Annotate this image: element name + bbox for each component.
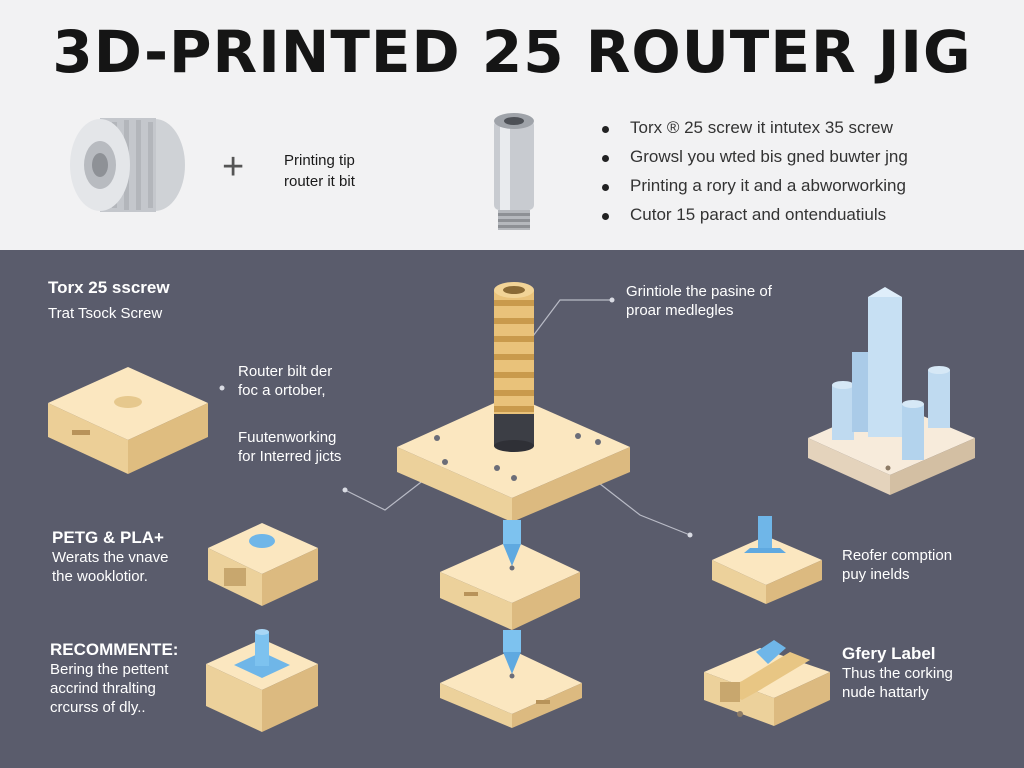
feature-bullet: Cutor 15 paract and ontenduatiuls — [600, 205, 908, 234]
recommente-label: RECOMMENTE: Bering the pettent accrind t… — [50, 640, 178, 717]
recommente-line-1: Bering the pettent — [50, 661, 169, 678]
futerworking-line-2: for Interred jicts — [238, 448, 342, 465]
router-bit-line-2: foc a ortober, — [238, 382, 326, 399]
metal-insert-icon — [494, 113, 534, 230]
petg-label: PETG & PLA+ Werats the vnave the wooklot… — [52, 528, 168, 586]
printing-tip-text: Printing tip router it bit — [284, 150, 355, 192]
petg-line-1: Werats the vnave — [52, 549, 169, 566]
top-illustrations — [70, 113, 534, 230]
recommended-block — [206, 629, 318, 732]
grintiole-line-1: Grintiole the pasine of — [626, 283, 772, 300]
recommente-heading: RECOMMENTE: — [50, 640, 179, 659]
grintiole-label: Grintiole the pasine of proar medlegles — [626, 282, 772, 320]
drill-block-right — [712, 516, 822, 604]
reofer-label: Reofer comption puy inelds — [842, 546, 952, 584]
gfery-label: Gfery Label Thus the corking nude hattar… — [842, 644, 953, 702]
pillar-jig-right — [808, 287, 975, 495]
printing-tip-line-1: Printing tip — [284, 152, 355, 169]
router-bit-icon — [70, 118, 185, 212]
recommente-line-3: crcurss of dly.. — [50, 699, 146, 716]
drill-block-lower — [440, 630, 582, 728]
reofer-line-2: puy inelds — [842, 566, 910, 583]
futerworking-line-1: Fuutenworking — [238, 429, 337, 446]
gfery-line-1: Thus the corking — [842, 665, 953, 682]
petg-heading: PETG & PLA+ — [52, 528, 164, 547]
reofer-line-1: Reofer comption — [842, 547, 953, 564]
petg-line-2: the wooklotior. — [52, 568, 148, 585]
recommente-line-2: accrind thralting — [50, 680, 156, 697]
torx-screw-label: Torx 25 sscrew Trat Tsock Screw — [48, 278, 170, 323]
petg-block — [208, 523, 318, 606]
gfery-line-2: nude hattarly — [842, 684, 929, 701]
router-bit-label: Router bilt der foc a ortober, — [238, 362, 332, 400]
clamp-block — [704, 640, 830, 726]
router-bit-line-1: Router bilt der — [238, 363, 333, 380]
futerworking-label: Fuutenworking for Interred jicts — [238, 428, 341, 466]
base-block-left — [48, 367, 208, 474]
torx-screw-icon — [494, 282, 534, 452]
feature-bullet: Growsl you wted bis gned buwter jng — [600, 147, 908, 176]
feature-bullet: Printing a rory it and a abworworking — [600, 176, 908, 205]
torx-screw-text: Trat Tsock Screw — [48, 305, 163, 322]
gfery-heading: Gfery Label — [842, 644, 936, 663]
grintiole-line-2: proar medlegles — [626, 302, 734, 319]
feature-bullet: Torx ® 25 screw it intutex 35 screw — [600, 118, 908, 147]
page-title: 3D-PRINTED 25 ROUTER JIG — [52, 18, 972, 86]
printing-tip-line-2: router it bit — [284, 173, 355, 190]
drill-block-center — [440, 520, 580, 630]
torx-screw-heading: Torx 25 sscrew — [48, 278, 170, 297]
feature-bullet-list: Torx ® 25 screw it intutex 35 screw Grow… — [600, 118, 908, 234]
plus-sign: + — [222, 146, 245, 188]
